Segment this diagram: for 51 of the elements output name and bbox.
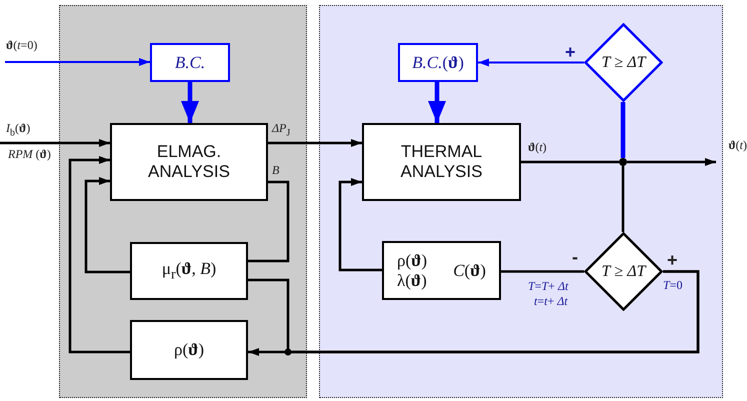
arrow <box>181 82 199 123</box>
process-box <box>150 43 230 82</box>
junction-dot <box>619 158 627 166</box>
signal-label: RPM (ϑ) <box>8 147 51 162</box>
arrow <box>478 58 584 66</box>
decision-diamond <box>584 23 663 102</box>
process-box <box>110 123 268 201</box>
signal-label: T=0 <box>663 278 682 293</box>
edge-label: + <box>667 250 678 271</box>
box-title: THERMAL ANALYSIS <box>400 142 484 182</box>
process-box <box>398 43 478 82</box>
group-panel <box>319 5 723 398</box>
formula: ρ(ϑ) <box>397 250 428 270</box>
arrow <box>5 58 150 66</box>
edge-label: + <box>565 42 576 63</box>
formula: T ≥ ΔT <box>602 54 646 72</box>
signal-label: T=T+ Δt <box>528 279 568 294</box>
arrow <box>428 82 446 123</box>
connector-line <box>501 270 584 273</box>
group-panel <box>59 5 307 398</box>
connector-line <box>620 102 626 158</box>
arrow <box>338 178 382 272</box>
formula: B.C.(ϑ) <box>412 52 464 72</box>
edge-label: I$_{b}$(ϑ) <box>6 121 30 138</box>
process-box <box>382 241 501 300</box>
formula: λ(ϑ) <box>397 270 427 290</box>
formula: μ$_{r}$(ϑ, B) <box>162 258 216 284</box>
connector-line <box>248 180 290 262</box>
process-box <box>362 123 521 201</box>
edge-label: ϑ(t) <box>528 140 547 155</box>
arrow <box>0 139 110 147</box>
signal-label: t=t+ Δt <box>534 294 568 309</box>
formula: B.C. <box>174 52 206 72</box>
connector-line <box>521 160 619 164</box>
decision-diamond <box>584 232 663 311</box>
edge-label: ΔP$_{J}$ <box>272 121 290 138</box>
edge-label: ϑ(t=0) <box>6 38 38 53</box>
arrow <box>268 139 362 147</box>
formula: C(ϑ) <box>453 260 486 280</box>
arrow <box>627 158 716 166</box>
process-box <box>130 242 248 300</box>
box-title: ELMAG. ANALYSIS <box>147 142 231 182</box>
process-box <box>130 320 248 380</box>
connector-line <box>622 166 624 232</box>
arrow <box>84 177 130 274</box>
formula: T ≥ ΔT <box>602 262 646 280</box>
formula: ρ(ϑ) <box>174 340 204 360</box>
edge-label: B <box>272 163 280 178</box>
signal-label: ϑ(t) <box>728 138 747 153</box>
edge-label: - <box>572 247 578 268</box>
arrow <box>68 156 130 354</box>
